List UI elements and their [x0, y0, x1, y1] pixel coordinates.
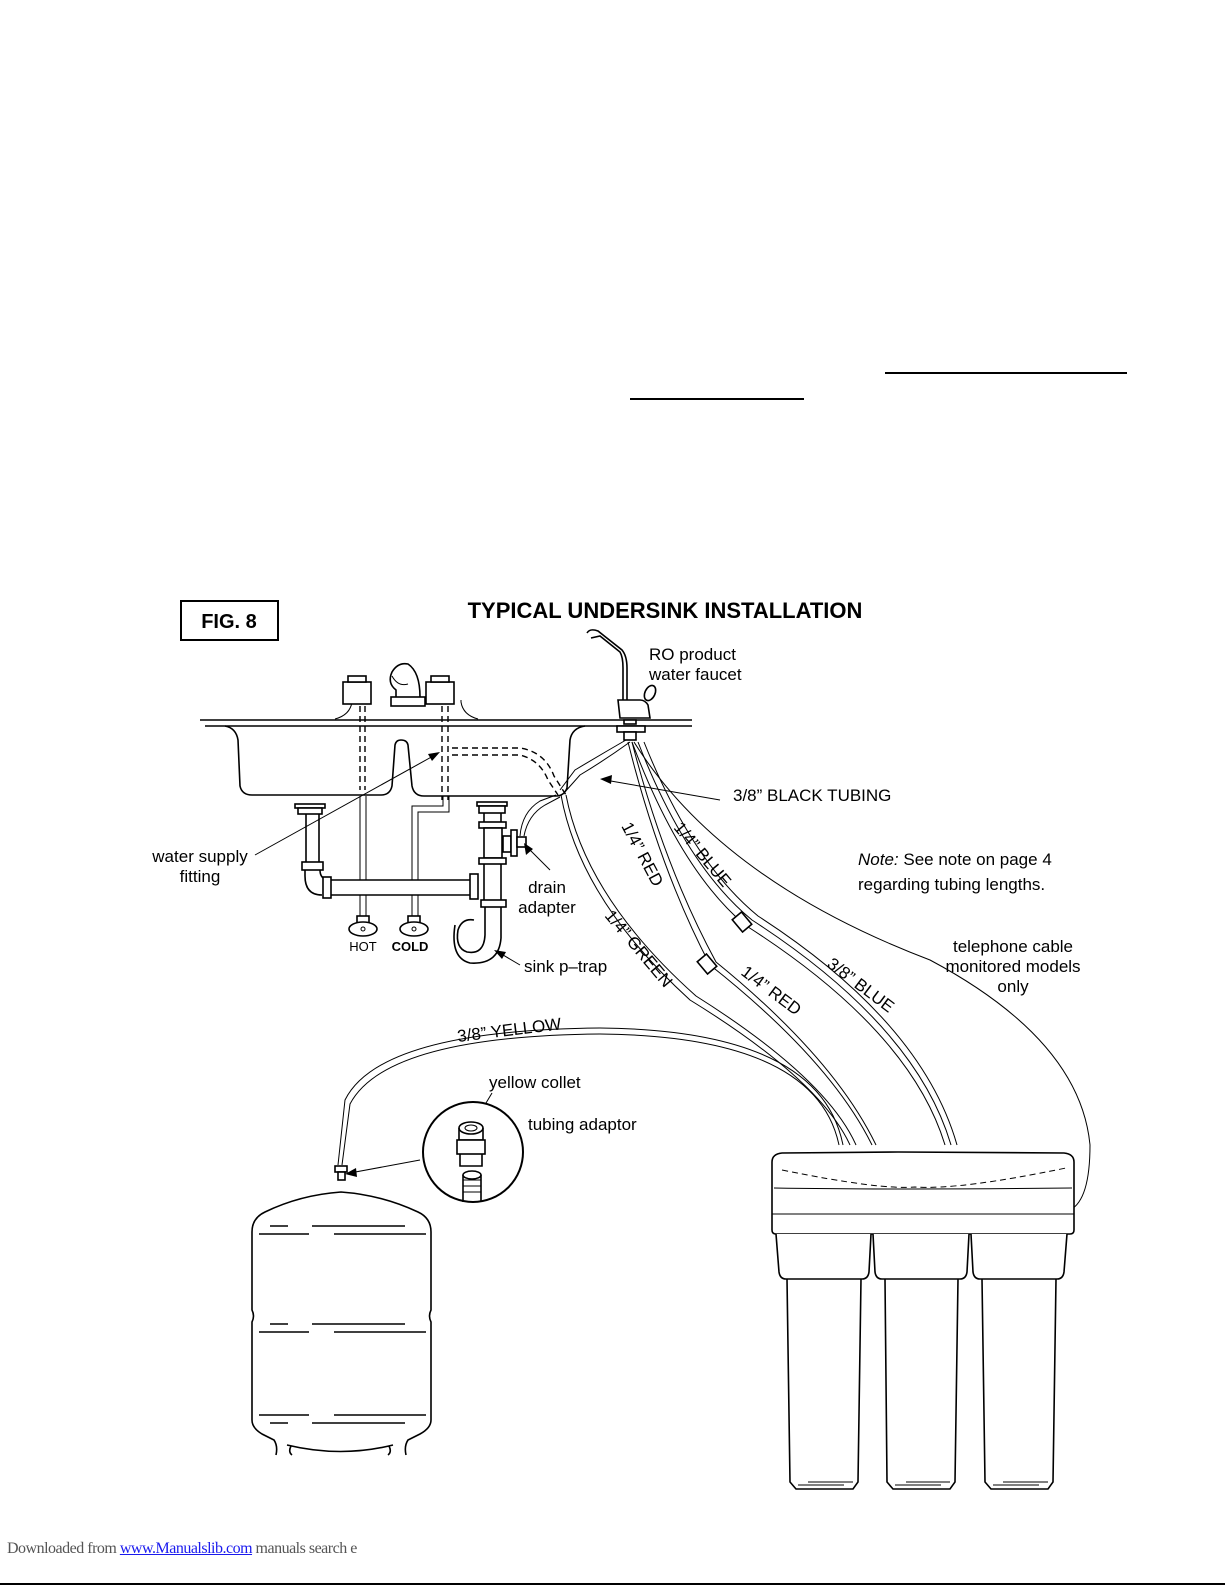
label-drain-line1: drain [528, 878, 566, 897]
note-prefix: Note: [858, 850, 899, 869]
label-black-tubing: 3/8” BLACK TUBING [733, 786, 891, 805]
storage-tank [251, 1165, 432, 1456]
label-hot: HOT [349, 939, 377, 954]
blank-underline-1 [885, 372, 1127, 374]
figure-label-box: FIG. 8 [180, 600, 279, 641]
label-blue-lower: 3/8” BLUE [824, 954, 898, 1016]
label-phone-line1: telephone cable [953, 937, 1073, 956]
footer-download-notice: Downloaded from www.Manualslib.com manua… [7, 1540, 357, 1558]
label-water-supply-line2: fitting [180, 867, 221, 886]
label-tubing-adaptor: tubing adaptor [528, 1115, 637, 1134]
label-red-upper: 1/4” RED [617, 819, 667, 890]
label-green: 1/4” GREEN [601, 906, 676, 991]
callout-arrows [254, 752, 721, 1177]
label-drain-line2: adapter [518, 898, 576, 917]
label-blue-upper: 1/4” BLUE [670, 818, 735, 890]
tubing-adaptor-detail [422, 1101, 524, 1203]
note-line1: Note: See note on page 4 [858, 850, 1052, 869]
ro-faucet [586, 629, 657, 741]
label-cold: COLD [392, 939, 429, 954]
note-line2: regarding tubing lengths. [858, 875, 1045, 894]
drain-plumbing [294, 794, 561, 964]
footer-prefix: Downloaded from [7, 1540, 120, 1557]
label-faucet-line2: water faucet [648, 665, 742, 684]
label-water-supply-line1: water supply [151, 847, 248, 866]
bottom-divider [0, 1583, 1225, 1585]
label-yellow: 3/8” YELLOW [456, 1014, 562, 1046]
sink [200, 662, 692, 800]
label-yellow-collet: yellow collet [489, 1073, 581, 1092]
tubing-runs [337, 739, 1091, 1211]
label-faucet-line1: RO product [649, 645, 736, 664]
ro-filter-housing [771, 1151, 1075, 1490]
figure-title: TYPICAL UNDERSINK INSTALLATION [468, 598, 863, 623]
label-phone-line2: monitored models [945, 957, 1080, 976]
figure-number: FIG. 8 [201, 611, 257, 633]
manualslib-link[interactable]: www.Manualslib.com [119, 1540, 253, 1557]
label-phone-line3: only [997, 977, 1029, 996]
label-p-trap: sink p–trap [524, 957, 607, 976]
note-text: See note on page 4 [899, 850, 1052, 869]
blank-underline-2 [630, 398, 804, 400]
footer-suffix: manuals search e [252, 1540, 358, 1557]
